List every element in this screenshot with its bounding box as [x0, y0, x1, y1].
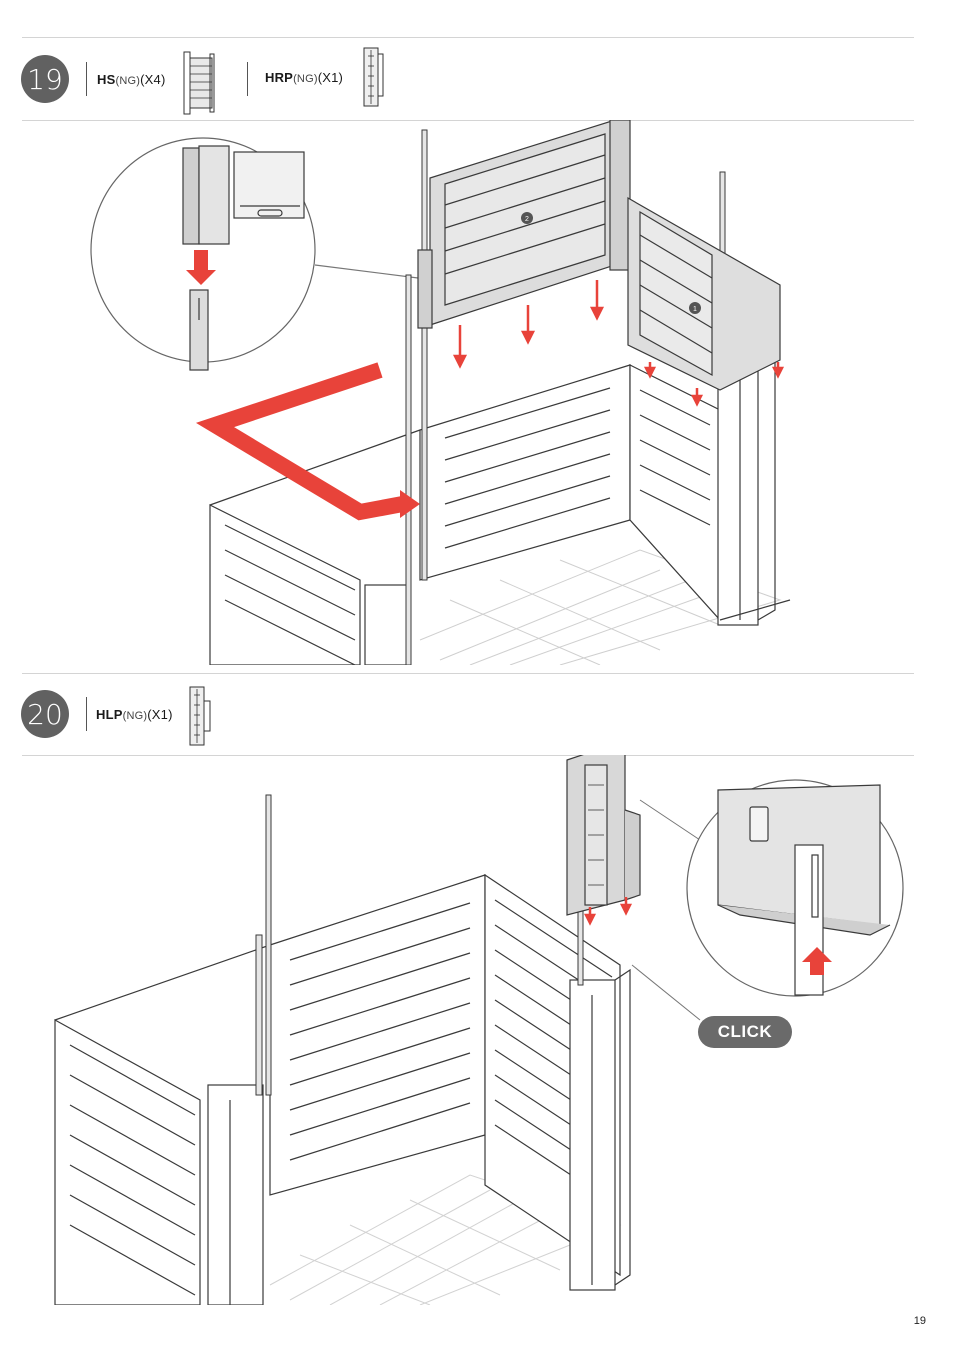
part-qty: (X4) — [140, 72, 165, 87]
part-label-hlp: HLP(NG)(X1) — [96, 707, 173, 722]
left-post-panel-icon — [186, 685, 214, 747]
separator — [247, 62, 248, 96]
callout-label: 2 — [525, 216, 529, 223]
page-number: 19 — [914, 1315, 926, 1327]
separator — [86, 697, 87, 731]
part-variant: (NG) — [115, 75, 140, 87]
part-code: HRP — [265, 70, 293, 85]
insert-direction-arrow — [215, 370, 408, 512]
part-label-hs: HS(NG)(X4) — [97, 72, 165, 87]
part-code: HS — [97, 72, 115, 87]
part-qty: (X1) — [318, 70, 343, 85]
part-code: HLP — [96, 707, 123, 722]
separator — [86, 62, 87, 96]
side-panel-icon — [182, 50, 216, 116]
rear-post-panel-icon — [360, 46, 386, 108]
part-variant: (NG) — [293, 73, 318, 85]
part-variant: (NG) — [123, 710, 148, 722]
callout-label: 1 — [693, 306, 697, 313]
click-badge: CLICK — [698, 1016, 792, 1048]
part-qty: (X1) — [147, 707, 172, 722]
step20-assembly-illustration — [0, 755, 954, 1305]
part-label-hrp: HRP(NG)(X1) — [265, 70, 343, 85]
step-number-badge: 19 — [21, 55, 69, 103]
step-number-badge: 20 — [21, 690, 69, 738]
top-divider — [22, 37, 914, 38]
section-divider — [22, 673, 914, 674]
step19-assembly-illustration: 2 1 — [0, 120, 954, 665]
